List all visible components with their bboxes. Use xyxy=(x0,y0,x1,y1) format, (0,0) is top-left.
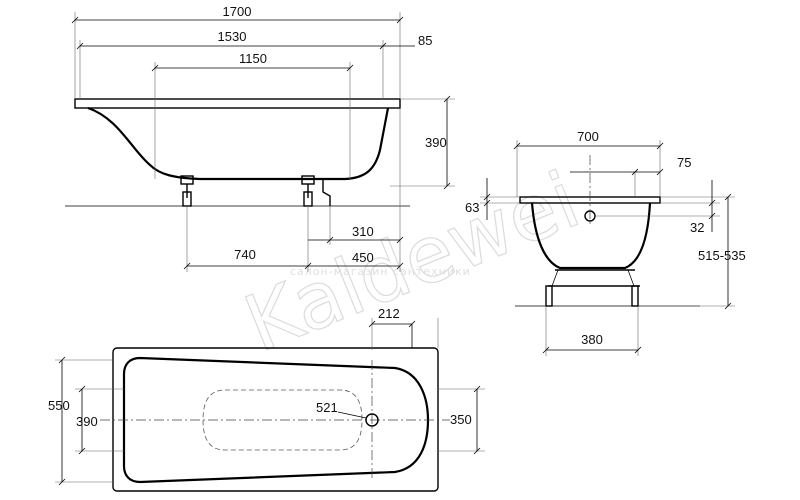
dim-bottom-length: 1150 xyxy=(239,51,267,66)
dim-total-height: 515-535 xyxy=(698,248,746,263)
dim-height: 390 xyxy=(425,135,447,150)
dim-radius: 521 xyxy=(316,400,338,415)
dim-leg-spacing: 740 xyxy=(234,247,256,262)
dim-rim-height: 63 xyxy=(465,200,479,215)
top-bottom-outline xyxy=(202,389,363,451)
dim-drain-offset-top: 212 xyxy=(378,306,400,321)
watermark-subtitle: салон-магазин сантехники xyxy=(290,265,471,278)
tub-leg-left xyxy=(180,175,194,207)
dim-total-length: 1700 xyxy=(223,4,252,19)
end-view: 700 75 63 32 515-535 380 xyxy=(465,129,746,356)
top-outer-rim xyxy=(112,347,439,492)
dim-rim-width: 85 xyxy=(418,33,432,48)
dim-end-width: 700 xyxy=(577,129,599,144)
drain-pipe xyxy=(322,179,331,206)
end-leg-frame xyxy=(545,269,640,307)
dim-end-width-top: 350 xyxy=(450,412,472,427)
dim-leg-width: 380 xyxy=(581,332,603,347)
tub-rim xyxy=(74,98,401,109)
drain-hole xyxy=(365,413,379,427)
dim-overflow-offset: 75 xyxy=(677,155,691,170)
dim-drain-offset: 310 xyxy=(352,224,374,239)
end-tub-body xyxy=(530,202,652,270)
top-inner-basin xyxy=(122,356,430,484)
dim-outer-width: 550 xyxy=(48,398,70,413)
side-view: 1700 1530 85 1150 390 740 310 450 xyxy=(65,4,455,272)
tub-leg-right xyxy=(301,175,315,207)
dim-leg-to-end: 450 xyxy=(352,250,374,265)
dim-overflow-height: 32 xyxy=(690,220,704,235)
top-view: 550 390 350 212 521 xyxy=(48,306,485,492)
tub-body-profile xyxy=(87,106,390,181)
dim-inner-length: 1530 xyxy=(218,29,247,44)
dim-inner-width: 390 xyxy=(76,414,98,429)
